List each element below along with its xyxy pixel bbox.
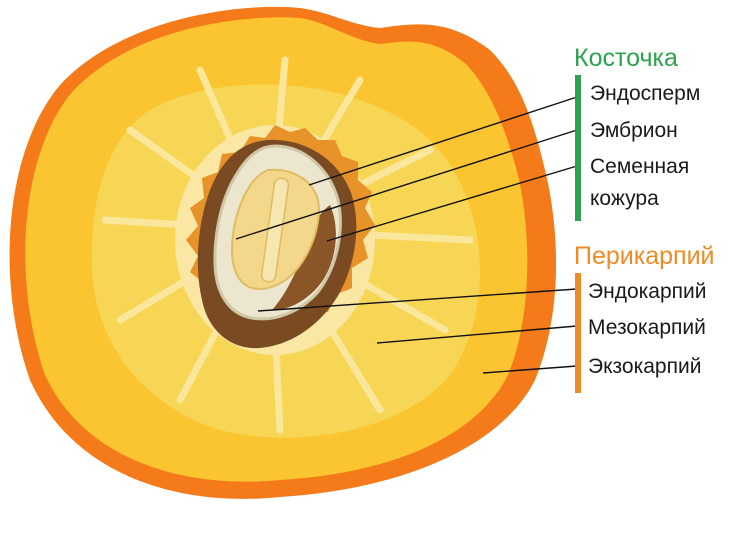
leader-seed-coat: [326, 165, 578, 242]
label-seed-coat-line2: кожура: [590, 187, 659, 210]
label-seed-coat-line1: Семенная: [590, 155, 690, 178]
label-endocarp: Эндокарпий: [588, 280, 707, 303]
leader-mesocarp: [376, 325, 578, 344]
leader-endocarp: [257, 288, 578, 312]
seed-group-bar: [575, 75, 581, 221]
leader-lines: [235, 96, 578, 374]
leader-endosperm: [308, 96, 578, 186]
pericarp-group-bar: [575, 273, 581, 393]
label-endosperm: Эндосперм: [590, 82, 701, 105]
pericarp-group-title: Перикарпий: [574, 242, 715, 270]
label-embryo: Эмбрион: [590, 119, 678, 142]
label-exocarp: Экзокарпий: [588, 355, 702, 378]
seed-group-title: Косточка: [574, 44, 678, 72]
leader-exocarp: [482, 365, 578, 374]
label-mesocarp: Мезокарпий: [588, 316, 706, 339]
leader-embryo: [235, 129, 578, 240]
